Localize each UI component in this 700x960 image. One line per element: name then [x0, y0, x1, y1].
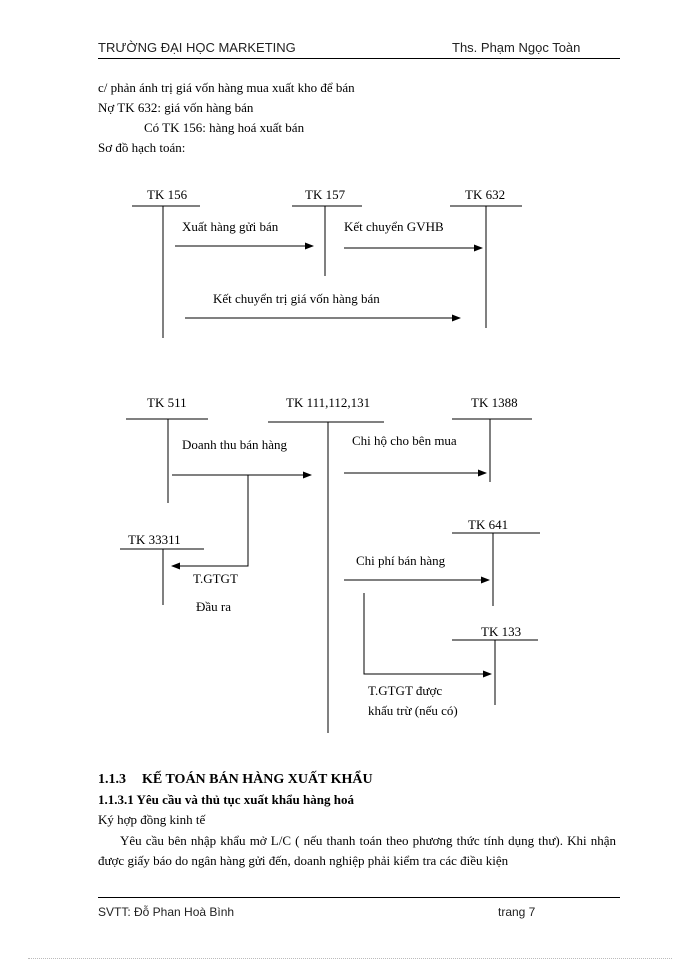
intro-line-3: Có TK 156: hàng hoá xuất bán [144, 120, 305, 135]
intro-line-4: Sơ đồ hạch toán: [98, 140, 186, 155]
header-school: TRƯỜNG ĐẠI HỌC MARKETING [98, 40, 296, 55]
flow-label: Xuất hàng gửi bán [182, 219, 279, 234]
subsection-heading: 1.1.3.1 Yêu cầu và thủ tục xuất khẩu hàn… [98, 792, 354, 807]
body-line: Ký hợp đồng kinh tế [98, 812, 206, 827]
account-tk111: TK 111,112,131 [286, 395, 370, 410]
page-edge [28, 958, 672, 959]
account-tk33311: TK 33311 [128, 532, 181, 547]
flow-label: Kết chuyển GVHB [344, 219, 444, 234]
flow-label: Doanh thu bán hàng [182, 437, 288, 452]
vat-out-label: Đầu ra [196, 599, 231, 614]
account-tk157: TK 157 [305, 187, 346, 202]
flow-label: Kết chuyển trị giá vốn hàng bán [213, 291, 380, 306]
account-tk1388: TK 1388 [471, 395, 518, 410]
body-paragraph: Yêu cầu bên nhập khẩu mở L/C ( nếu thanh… [98, 833, 616, 868]
account-tk133: TK 133 [481, 624, 521, 639]
header-rule [98, 58, 620, 59]
account-tk632: TK 632 [465, 187, 505, 202]
footer-student: SVTT: Đỗ Phan Hoà Bình [98, 905, 235, 919]
section-heading: KẾ TOÁN BÁN HÀNG XUẤT KHẨU [142, 772, 373, 787]
account-tk511: TK 511 [147, 395, 187, 410]
vat-out-label: T.GTGT [193, 571, 238, 586]
footer-rule [98, 897, 620, 898]
vat-out-arrow [171, 475, 249, 570]
flow-label: Chi phí bán hàng [356, 553, 446, 568]
vat-in-label: khấu trừ (nếu có) [368, 703, 458, 718]
account-tk156: TK 156 [147, 187, 188, 202]
footer-page-number: trang 7 [498, 905, 536, 919]
vat-in-label: T.GTGT được [368, 683, 442, 698]
section-number: 1.1.3 [98, 772, 126, 787]
account-tk641: TK 641 [468, 517, 508, 532]
diagram-1: TK 156 TK 157 TK 632 Xuất hàng gửi bán K… [132, 187, 522, 338]
vat-in-arrow [363, 593, 492, 678]
intro-line-1: c/ phản ánh trị giá vốn hàng mua xuất kh… [98, 80, 355, 95]
diagram-2: TK 511 TK 111,112,131 TK 1388 TK 33311 T… [120, 395, 540, 733]
intro-line-2: Nợ TK 632: giá vốn hàng bán [98, 100, 254, 115]
header-author: Ths. Phạm Ngọc Toàn [452, 40, 581, 55]
flow-label: Chi hộ cho bên mua [352, 433, 457, 448]
